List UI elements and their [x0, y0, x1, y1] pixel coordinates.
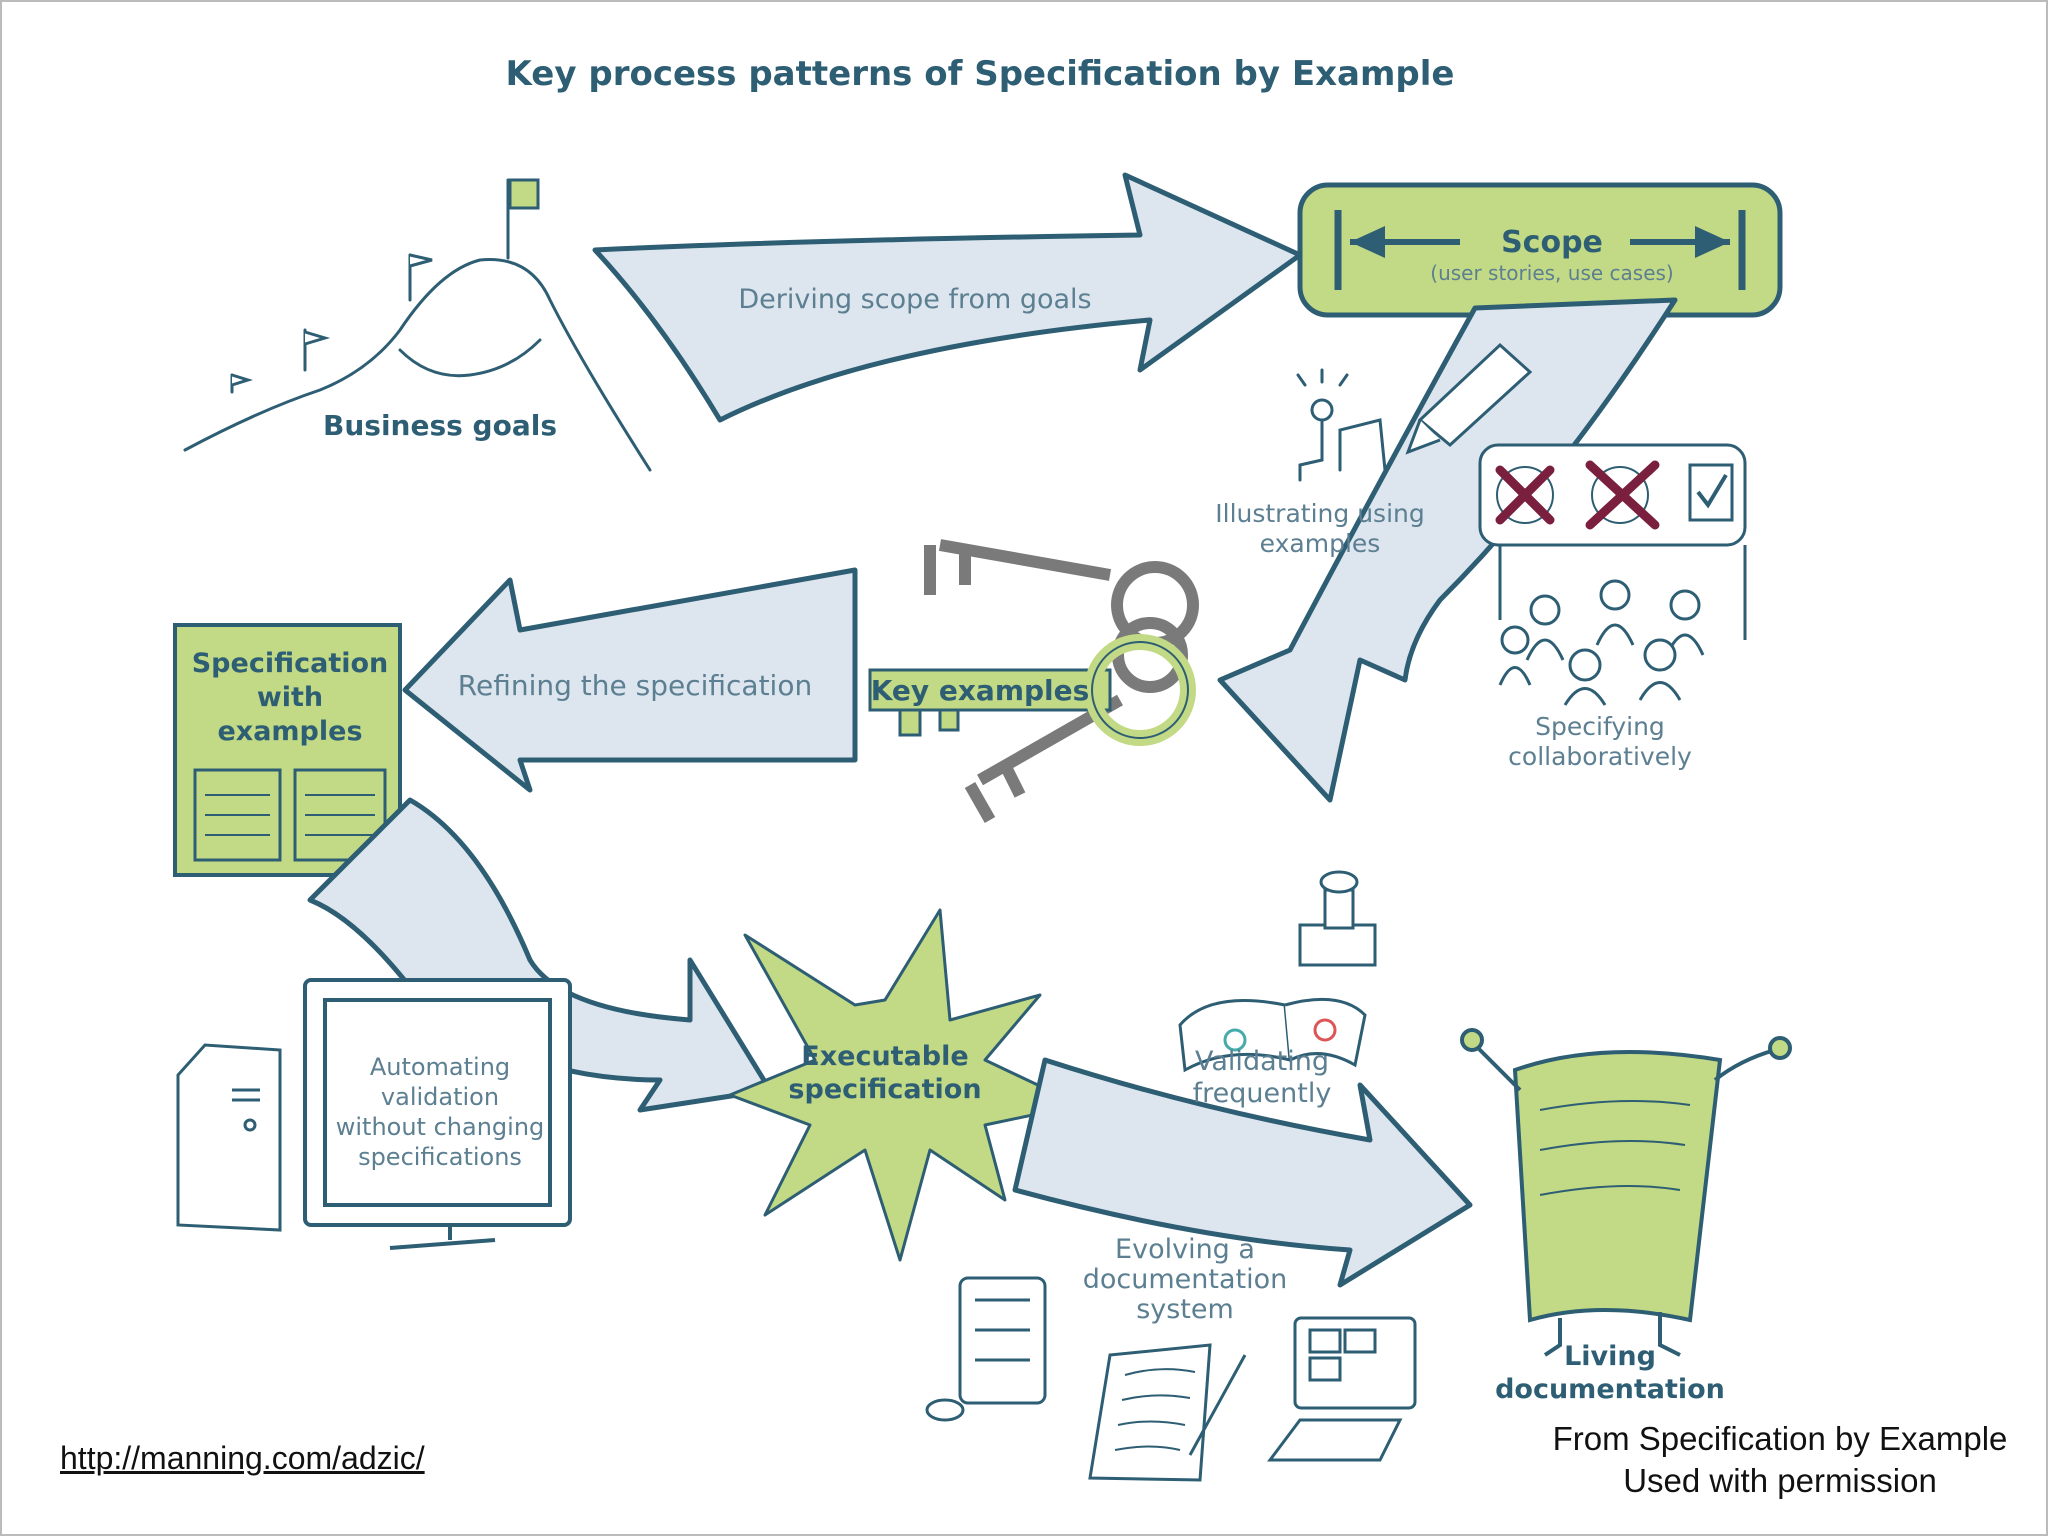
scope-sublabel: (user stories, use cases)	[1430, 261, 1673, 285]
scope-box	[1297, 182, 1783, 318]
credit-note: From Specification by Example Used with …	[1540, 1418, 2020, 1502]
crossed-sketches	[1478, 443, 1747, 547]
spec-label-1: Specification	[192, 648, 389, 679]
specifying-label-1: Specifying	[1535, 712, 1665, 741]
key-examples-label: Key examples	[871, 674, 1090, 707]
monitor	[303, 978, 572, 1250]
computer-tower	[176, 1043, 282, 1232]
refining-label: Refining the specification	[458, 669, 812, 702]
pencil-icon	[1405, 342, 1533, 455]
credit-line-1: From Specification by Example	[1552, 1420, 2008, 1457]
refining-arrow	[402, 567, 858, 793]
evolving-label-3: system	[1136, 1294, 1234, 1325]
spec-label-2: with	[257, 682, 323, 713]
deriving-arrow	[592, 172, 1303, 423]
happy-document-character	[1460, 1028, 1792, 1357]
illustrating-arrow	[1217, 297, 1678, 803]
book-icon	[1178, 997, 1367, 1073]
business-goals-label: Business goals	[323, 409, 557, 442]
automating-label-4: specifications	[358, 1143, 522, 1171]
evolving-arrow	[1012, 1057, 1473, 1288]
diagram-title: Key process patterns of Specification by…	[506, 54, 1455, 94]
idea-person-icon	[1296, 368, 1387, 482]
scope-label: Scope	[1501, 225, 1603, 260]
executable-label-2: specification	[788, 1074, 981, 1105]
automating-label-3: without changing	[336, 1113, 545, 1141]
specifying-label-2: collaboratively	[1508, 742, 1692, 771]
living-label-2: documentation	[1495, 1374, 1725, 1405]
living-label-1: Living	[1564, 1341, 1656, 1372]
executable-label-1: Executable	[801, 1041, 968, 1072]
handwritten-page	[1088, 1343, 1247, 1482]
automating-arrow	[307, 797, 773, 1113]
validating-label-2: frequently	[1193, 1078, 1332, 1109]
specification-document	[173, 623, 402, 877]
key-examples-node	[868, 634, 1196, 746]
people-group	[1498, 545, 1747, 706]
validating-label-1: Validating	[1195, 1046, 1329, 1077]
source-link[interactable]: http://manning.com/adzic/	[60, 1440, 425, 1476]
starburst	[728, 908, 1082, 1262]
mountain-with-flags	[183, 178, 652, 472]
checkmark-icon	[1688, 463, 1734, 522]
evolving-label-1: Evolving a	[1115, 1234, 1255, 1265]
deriving-label: Deriving scope from goals	[738, 284, 1091, 315]
stamp-icon	[1298, 870, 1377, 967]
credit-line-2: Used with permission	[1623, 1462, 1937, 1499]
tablet-icon	[925, 1276, 1047, 1422]
spec-label-3: examples	[217, 716, 362, 747]
evolving-label-2: documentation	[1083, 1264, 1288, 1295]
automating-label-2: validation	[381, 1083, 499, 1111]
automating-label-1: Automating	[370, 1053, 510, 1081]
illustrating-label-2: examples	[1260, 529, 1381, 558]
illustrating-label-1: Illustrating using	[1215, 499, 1424, 528]
laptop-icon	[1267, 1316, 1417, 1462]
